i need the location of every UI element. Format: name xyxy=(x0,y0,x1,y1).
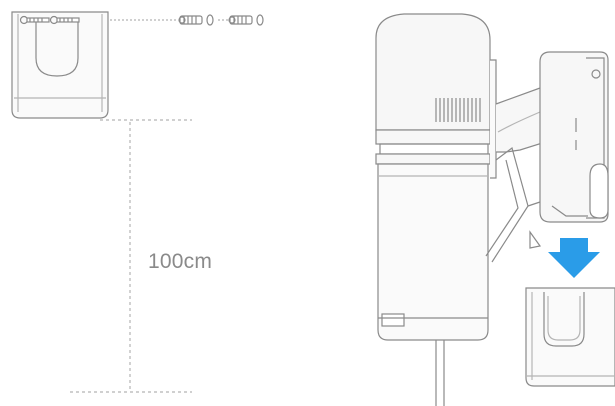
wall-bracket-front-view xyxy=(11,11,109,119)
bracket-screw-left xyxy=(19,15,50,25)
wall-screw xyxy=(228,15,253,25)
wall-mounted-dock xyxy=(529,51,609,249)
wall-anchor xyxy=(206,14,214,26)
wall-anchor xyxy=(256,14,264,26)
lower-bracket xyxy=(525,287,615,387)
vacuum-body xyxy=(375,13,491,406)
height-dimension xyxy=(70,119,192,393)
bracket-screw-right xyxy=(49,15,80,25)
mounting-direction-arrow xyxy=(548,238,600,278)
height-label: 100cm xyxy=(148,250,213,273)
wall-screw xyxy=(178,15,203,25)
vent-grille xyxy=(435,98,481,122)
